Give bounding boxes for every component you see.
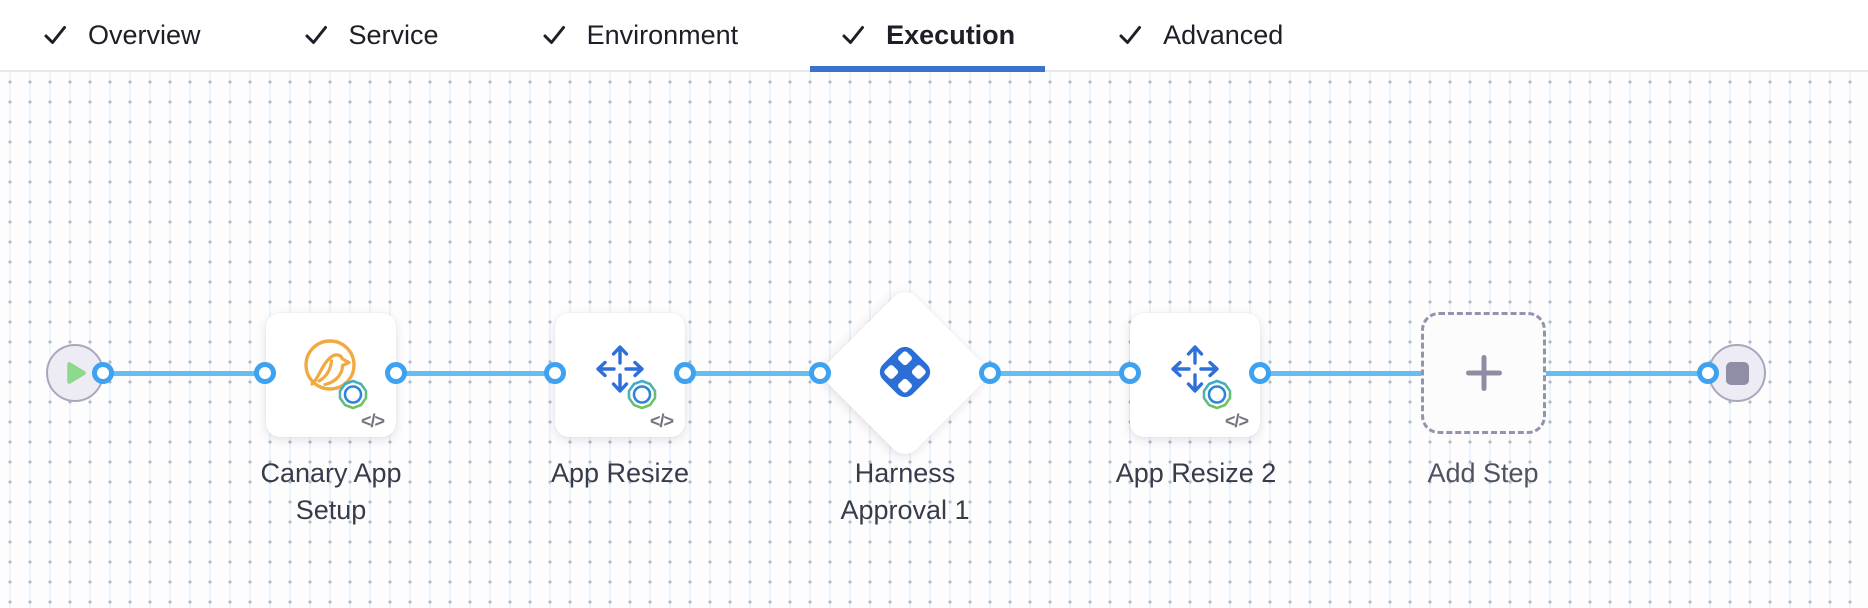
gear-icon <box>1202 379 1232 410</box>
gear-icon <box>338 379 368 410</box>
connector-port[interactable] <box>674 362 696 384</box>
connector-port[interactable] <box>92 362 114 384</box>
check-icon <box>305 26 327 44</box>
tab-label: Execution <box>886 19 1016 50</box>
connector-line <box>990 371 1130 376</box>
step-label-app-resize-2: App Resize 2 <box>1115 458 1277 488</box>
code-template-badge[interactable]: </> <box>649 411 674 431</box>
tab-label: Advanced <box>1163 19 1284 50</box>
add-step-label: Add Step <box>1427 458 1539 488</box>
check-icon <box>842 26 865 44</box>
pipeline-canvas[interactable]: </> </> <box>0 72 1868 608</box>
tab-label: Service <box>348 19 439 50</box>
tab-advanced[interactable]: Advanced <box>1087 0 1313 70</box>
connector-port[interactable] <box>979 362 1001 384</box>
pipeline-start-node[interactable] <box>46 344 104 402</box>
tab-label: Environment <box>586 19 739 50</box>
resize-arrows-icon <box>588 337 657 410</box>
check-icon <box>1119 26 1142 44</box>
stop-icon <box>1725 361 1749 385</box>
connector-port[interactable] <box>544 362 566 384</box>
tab-execution[interactable]: Execution <box>810 0 1046 72</box>
add-step-button[interactable] <box>1421 312 1546 434</box>
connector-line <box>396 371 555 376</box>
step-label-app-resize: App Resize <box>550 458 690 488</box>
tab-service[interactable]: Service <box>273 0 469 70</box>
step-label-harness-approval-1: Harness Approval 1 <box>840 458 970 525</box>
play-icon <box>67 362 86 384</box>
connector-port[interactable] <box>1249 362 1271 384</box>
resize-arrows-icon <box>1163 337 1232 410</box>
active-tab-underline <box>810 66 1046 72</box>
connector-port[interactable] <box>254 362 276 384</box>
step-node-app-resize-2[interactable]: </> <box>1130 313 1260 437</box>
connector-line <box>685 371 820 376</box>
tab-environment[interactable]: Environment <box>511 0 769 70</box>
check-icon <box>44 26 66 44</box>
connector-line <box>103 371 265 376</box>
gear-icon <box>627 379 657 410</box>
code-template-badge[interactable]: </> <box>360 411 385 431</box>
tab-label: Overview <box>88 19 201 50</box>
step-label-canary-app-setup: Canary App Setup <box>260 458 402 525</box>
step-node-app-resize[interactable]: </> <box>555 313 685 437</box>
tab-overview[interactable]: Overview <box>12 0 231 70</box>
connector-port[interactable] <box>385 362 407 384</box>
stage-config-tabbar: Overview Service Environment Execution A… <box>0 0 1868 72</box>
step-node-canary-app-setup[interactable]: </> <box>266 313 396 437</box>
harness-approval-icon <box>874 341 936 403</box>
check-icon <box>543 26 565 44</box>
connector-port[interactable] <box>1119 362 1141 384</box>
code-template-badge[interactable]: </> <box>1224 411 1249 431</box>
connector-port[interactable] <box>1697 362 1719 384</box>
canary-icon <box>299 337 368 410</box>
connector-port[interactable] <box>809 362 831 384</box>
plus-icon <box>1465 355 1502 391</box>
